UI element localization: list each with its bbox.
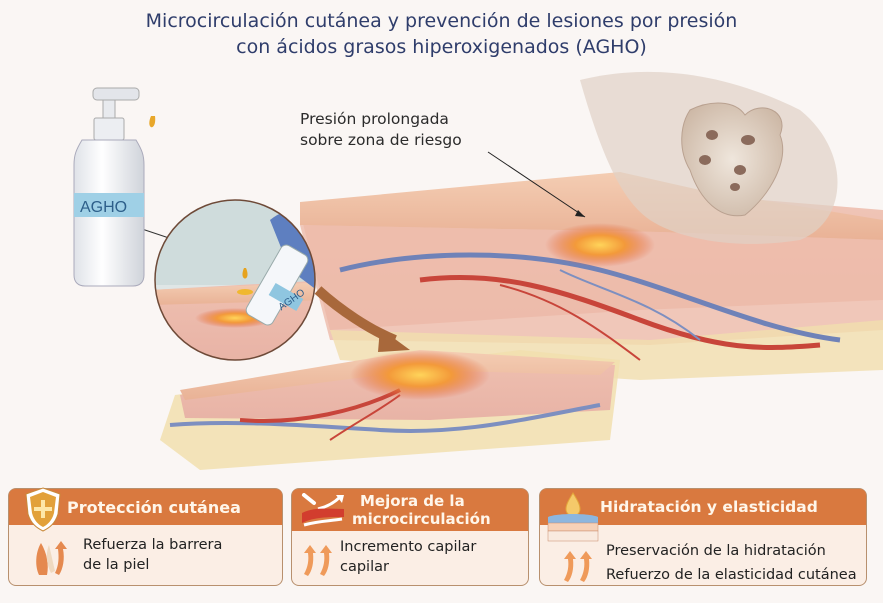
upward-arrows-icon xyxy=(564,551,592,582)
skin-illustration: AGHO AGHO xyxy=(73,71,883,470)
application-detail-circle: AGHO xyxy=(154,199,316,361)
card-skin-protection: Protección cutánea Refuerza la barrera d… xyxy=(8,487,283,586)
skin-drop-icon xyxy=(547,492,599,542)
blood-flow-icon xyxy=(302,493,344,527)
sacrum-bone xyxy=(580,71,838,244)
pressure-callout: Presión prolongada sobre zona de riesgo xyxy=(300,110,462,149)
lower-skin-block xyxy=(160,350,620,470)
card-line: Refuerzo de la elasticidad cutánea xyxy=(606,567,857,583)
card-line: Refuerza la barrera xyxy=(83,537,223,553)
card-microcirculation: Mejora de la microcirculación Incremento… xyxy=(291,488,529,586)
card-line: Incremento capilar xyxy=(340,539,477,555)
page-title: Microcirculación cutánea y prevención de… xyxy=(0,8,883,60)
card-hydration-elasticity: Hidratación y elasticidad Preservación d… xyxy=(539,488,867,586)
upward-arrows-icon xyxy=(304,545,332,576)
agho-bottle: AGHO xyxy=(73,87,156,287)
card-line: capilar xyxy=(340,559,389,575)
upward-arrows-icon xyxy=(36,541,67,575)
bottle-label: AGHO xyxy=(80,199,127,216)
card-line: de la piel xyxy=(83,557,150,573)
callout-arrow xyxy=(487,151,586,218)
title-line-1: Microcirculación cutánea y prevención de… xyxy=(145,10,738,32)
title-line-2: con ácidos grasos hiperoxigenados (AGHO) xyxy=(236,36,647,58)
shield-plus-icon xyxy=(25,487,61,532)
card-line: Preservación de la hidratación xyxy=(606,543,826,559)
